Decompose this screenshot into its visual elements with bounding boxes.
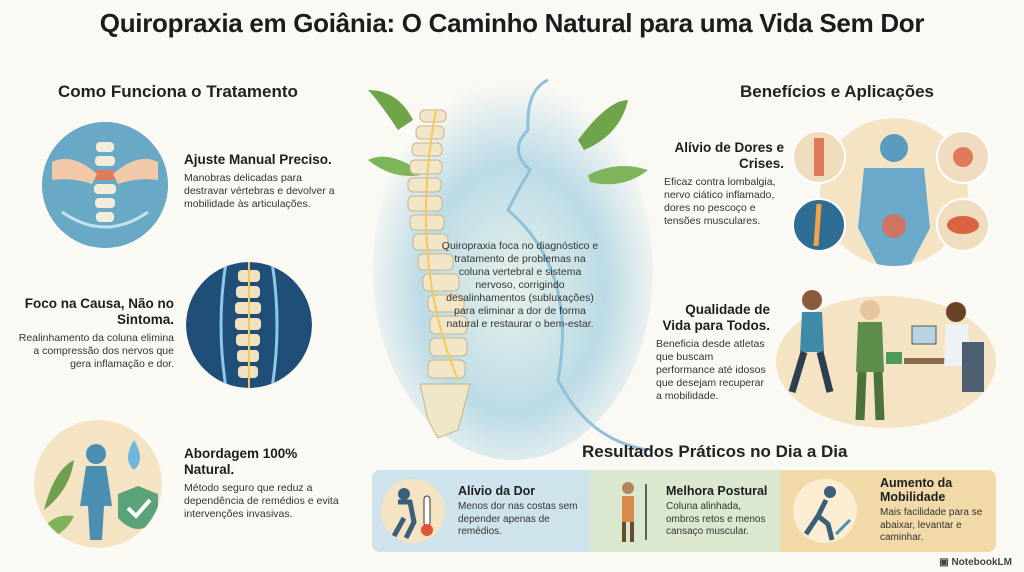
leaf-icon xyxy=(44,460,74,510)
right-heading: Benefícios e Aplicações xyxy=(740,82,935,101)
pain-relief-icon xyxy=(381,479,445,543)
result-mobility: Aumento da Mobilidade Mais facilidade pa… xyxy=(780,470,996,552)
right-item-2-text: Beneficia desde atletas que buscam perfo… xyxy=(656,338,766,402)
people-illustration xyxy=(776,282,996,428)
result-2-text: Coluna alinhada, ombros retos e menos ca… xyxy=(666,501,766,537)
neck-zoom-icon xyxy=(936,130,990,184)
left-item-3-title: Abordagem 100% Natural. xyxy=(184,446,298,477)
left-item-3-text: Método seguro que reduz a dependência de… xyxy=(184,482,339,520)
water-drop-icon xyxy=(128,440,140,470)
left-item-3: Abordagem 100% Natural. Método seguro qu… xyxy=(184,446,349,521)
left-item-1: Ajuste Manual Preciso. Manobras delicada… xyxy=(184,152,344,211)
spine-nerves-illustration xyxy=(186,262,312,388)
results-heading: Resultados Práticos no Dia a Dia xyxy=(582,442,848,461)
left-heading: Como Funciona o Tratamento xyxy=(58,82,298,101)
muscle-icon xyxy=(936,198,990,252)
left-item-1-title: Ajuste Manual Preciso. xyxy=(184,152,332,167)
right-item-2-title: Qualidade de Vida para Todos. xyxy=(662,302,770,333)
right-item-1-text: Eficaz contra lombalgia, nervo ciático i… xyxy=(664,176,776,227)
mobility-icon xyxy=(793,479,857,543)
result-1-text: Menos dor nas costas sem depender apenas… xyxy=(458,501,578,537)
back-pain-illustration xyxy=(820,118,968,266)
result-3-title: Aumento da Mobilidade xyxy=(880,476,953,504)
page-title: Quiropraxia em Goiânia: O Caminho Natura… xyxy=(99,8,925,38)
posture-icon xyxy=(622,482,647,542)
center-description: Quiropraxia foca no diagnóstico e tratam… xyxy=(441,240,599,330)
result-posture: Melhora Postural Coluna alinhada, ombros… xyxy=(590,470,780,552)
notebook-icon: ▣ xyxy=(939,557,952,568)
sciatic-nerve-icon xyxy=(792,198,846,252)
brand-label: ▣ NotebookLM xyxy=(939,557,1012,568)
result-3-text: Mais facilidade para se abaixar, levanta… xyxy=(880,507,983,543)
result-pain-relief: Alívio da Dor Menos dor nas costas sem d… xyxy=(372,470,590,552)
result-2-title: Melhora Postural xyxy=(666,484,768,498)
left-item-1-text: Manobras delicadas para destravar vérteb… xyxy=(184,172,335,210)
natural-approach-illustration xyxy=(34,420,162,548)
manual-adjust-illustration xyxy=(42,122,168,248)
left-item-2-title: Foco na Causa, Não no Sintoma. xyxy=(24,296,174,327)
right-item-1-title: Alívio de Dores e Crises. xyxy=(674,140,784,171)
left-item-2: Foco na Causa, Não no Sintoma. Realinham… xyxy=(12,296,174,371)
shield-check-icon xyxy=(118,486,158,529)
leaf-icon xyxy=(368,90,413,130)
right-item-1: Alívio de Dores e Crises. Eficaz contra … xyxy=(664,140,784,228)
back-zoom-icon xyxy=(792,130,846,184)
left-item-2-text: Realinhamento da coluna elimina a compre… xyxy=(18,332,174,370)
central-spine-illustration xyxy=(358,60,668,465)
result-1-title: Alívio da Dor xyxy=(458,484,536,498)
brand-text: NotebookLM xyxy=(951,557,1012,568)
right-item-2: Qualidade de Vida para Todos. Beneficia … xyxy=(656,302,770,403)
